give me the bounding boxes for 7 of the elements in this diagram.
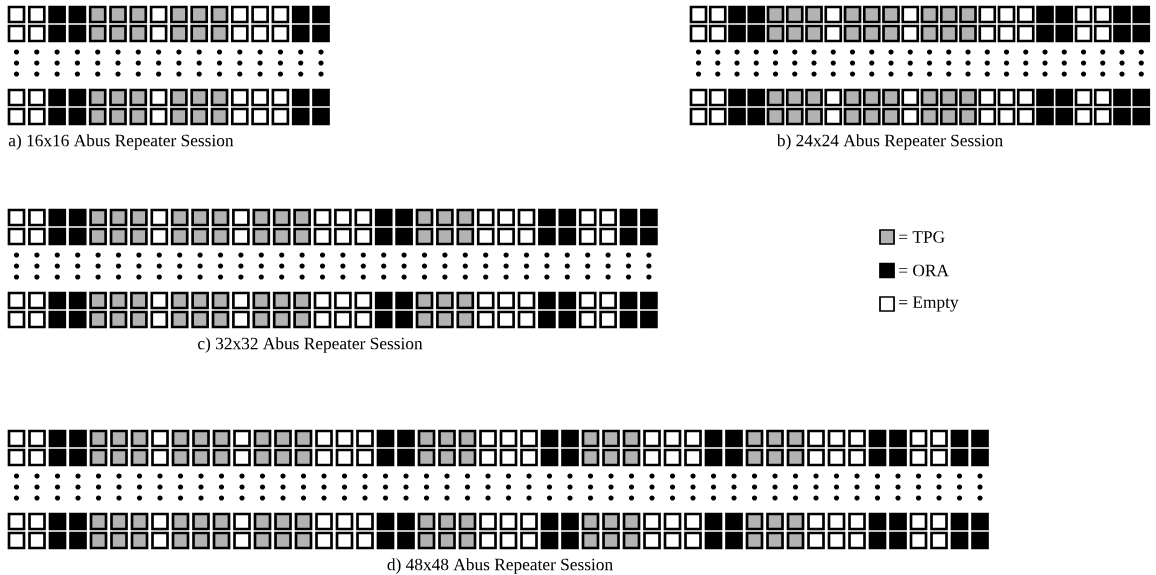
caption: b) 24x24 Abus Repeater Session xyxy=(776,134,1003,150)
caption: d) 48x48 Abus Repeater Session xyxy=(387,558,613,574)
legend-label: = Empty xyxy=(899,296,959,312)
caption: a) 16x16 Abus Repeater Session xyxy=(8,134,234,150)
legend-label: = TPG xyxy=(899,231,945,243)
legend-label: = ORA xyxy=(899,264,949,277)
caption: c) 32x32 Abus Repeater Session xyxy=(198,337,423,353)
